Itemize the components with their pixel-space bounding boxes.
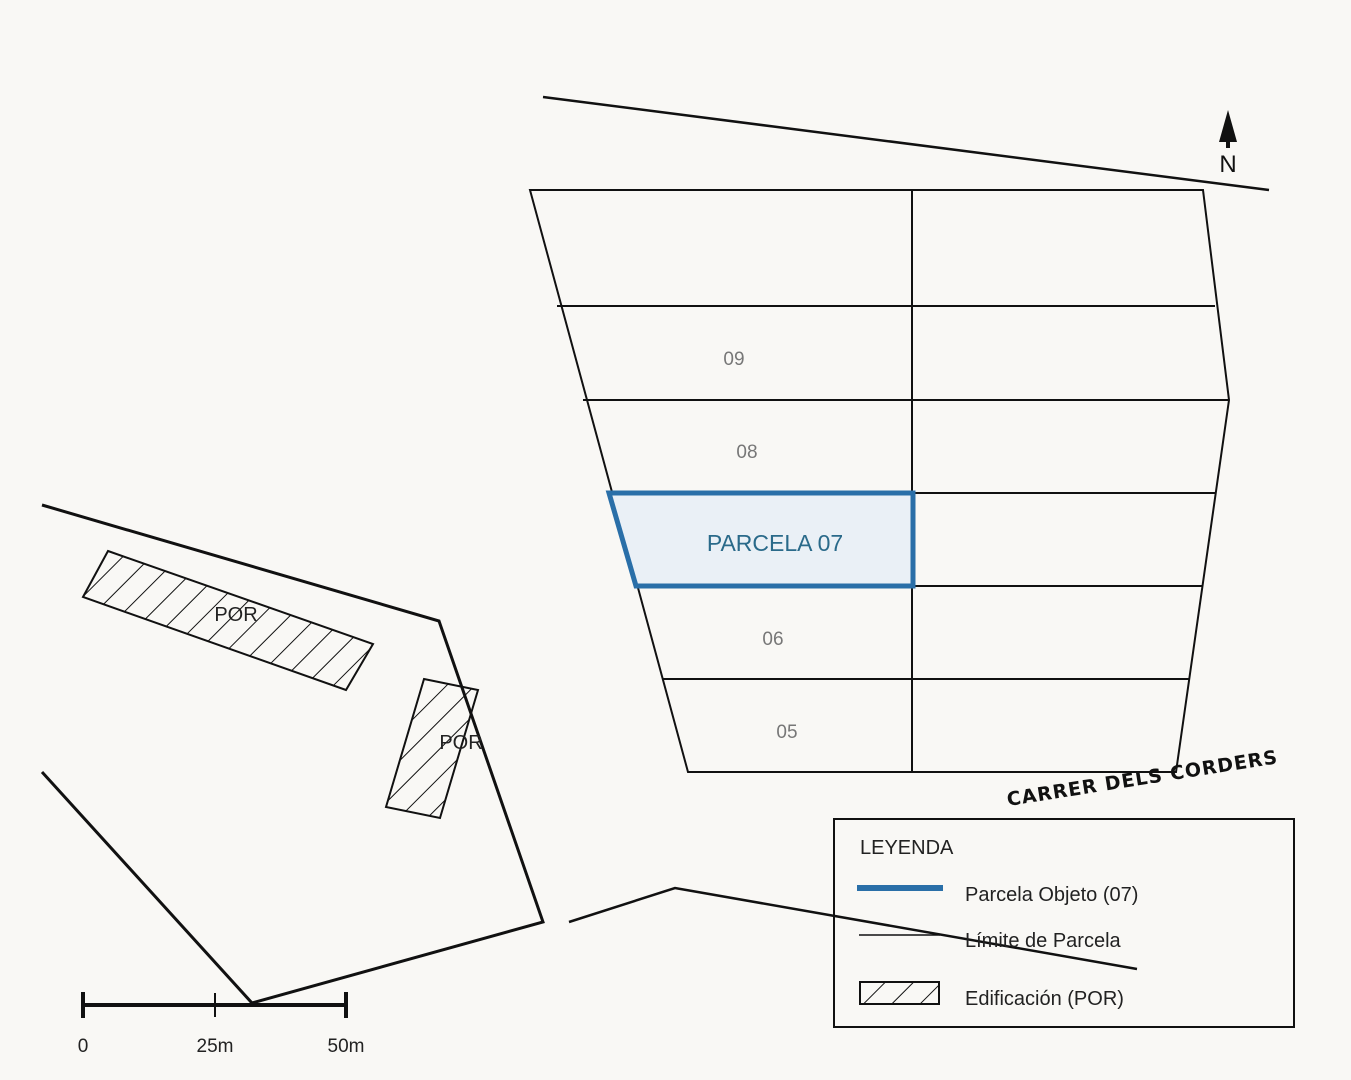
parcel-label-07: PARCELA 07 xyxy=(707,530,843,556)
parcel-07-highlight[interactable] xyxy=(605,490,916,589)
scale-bar xyxy=(81,992,348,1018)
north-arrow-icon xyxy=(1219,110,1237,148)
building-por-1 xyxy=(81,549,375,692)
building-label-2: POR xyxy=(439,732,482,754)
scale-tick-50m: 50m xyxy=(328,1036,365,1057)
parcel-left-boundary xyxy=(40,503,545,1005)
north-label: N xyxy=(1219,151,1236,178)
scale-tick-0: 0 xyxy=(78,1036,89,1057)
parcel-label-09: 09 xyxy=(723,349,744,370)
road-edge-north xyxy=(542,95,1270,192)
legend-symbol-edificacion xyxy=(859,981,940,1005)
parcel-label-08: 08 xyxy=(736,442,757,463)
legend xyxy=(833,818,1295,1028)
parcel-block xyxy=(528,189,1231,773)
road-edge-south xyxy=(568,886,1138,971)
parcel-label-05: 05 xyxy=(776,722,797,743)
legend-box xyxy=(833,818,1295,1028)
legend-label-edificacion: Edificación (POR) xyxy=(965,988,1124,1010)
building-label-1: POR xyxy=(214,604,257,626)
street-name: CARRER DELS CORDERS xyxy=(1005,746,1279,811)
legend-title: LEYENDA xyxy=(860,837,954,859)
building-por-2 xyxy=(384,677,480,820)
legend-label-limite: Límite de Parcela xyxy=(965,930,1122,952)
scale-tick-25m: 25m xyxy=(197,1036,234,1057)
parcel-label-06: 06 xyxy=(762,629,783,650)
legend-label-parcel-objeto: Parcela Objeto (07) xyxy=(965,884,1138,906)
